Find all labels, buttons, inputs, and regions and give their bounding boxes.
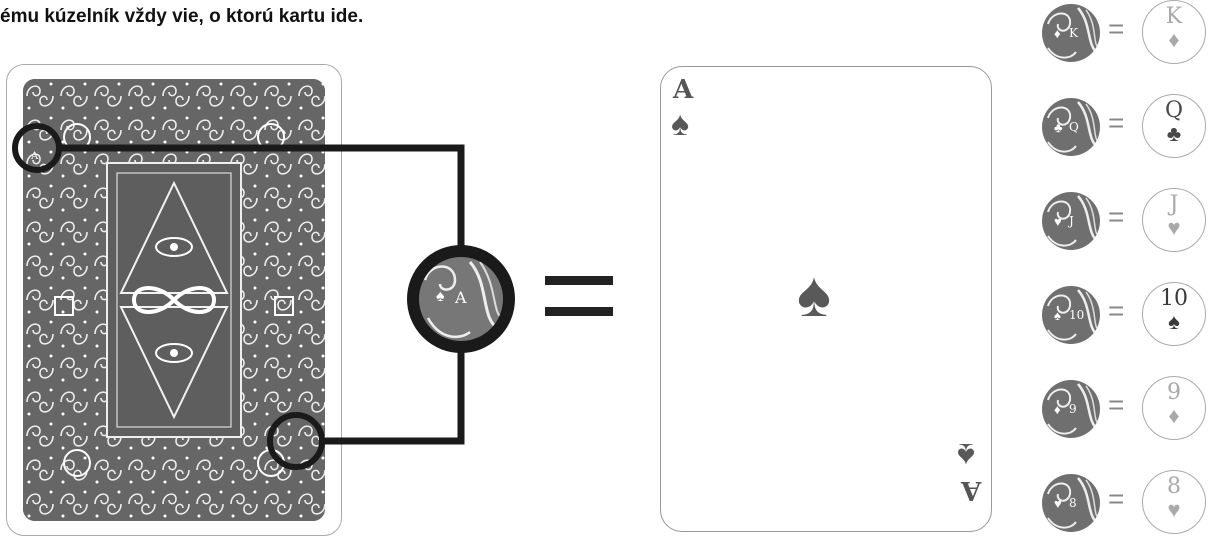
legend-row: ♥J=J♥ — [1038, 188, 1217, 254]
card-suit-top: ♠ — [671, 105, 690, 143]
legend-equals: = — [1108, 483, 1125, 514]
legend-equals: = — [1108, 13, 1125, 44]
legend-mark-rank: Q — [1069, 120, 1079, 134]
legend-card-face: 9♦ — [1142, 376, 1206, 440]
legend-equals: = — [1108, 107, 1125, 138]
card-suit-bottom: ♠ — [957, 436, 976, 474]
legend-equals: = — [1108, 295, 1125, 326]
legend-mark-suit: ♣ — [1054, 120, 1063, 135]
legend-card-back-detail: ♠ 10 — [1042, 286, 1100, 344]
legend-suit: ♥ — [1167, 497, 1181, 522]
legend-row: ♥8=8♥ — [1038, 470, 1217, 536]
legend-card-face: Q♣ — [1142, 94, 1206, 158]
card-rank-top: A — [673, 75, 694, 105]
legend-suit: ♠ — [1168, 309, 1180, 334]
page-title: ému kúzelník vždy vie, o ktorú kartu ide… — [0, 6, 364, 27]
connector-line-bottom — [322, 346, 465, 445]
legend-mark-suit: ♠ — [1054, 308, 1061, 323]
legend-rank: J — [1169, 192, 1179, 217]
card-back-pattern: A — [23, 79, 325, 521]
legend-rank: Q — [1164, 98, 1184, 123]
legend-card-face: 10♠ — [1142, 282, 1206, 346]
legend-row: ♦9=9♦ — [1038, 376, 1217, 442]
equals-bar-top — [545, 276, 613, 285]
legend-row: ♦K=K♦ — [1038, 0, 1217, 66]
legend-rank: 9 — [1167, 380, 1181, 405]
legend-mark-rank: 8 — [1069, 496, 1077, 510]
legend-suit: ♣ — [1166, 121, 1182, 146]
legend-suit: ♦ — [1168, 27, 1180, 52]
legend-mark-rank: 9 — [1069, 402, 1077, 416]
equals-sign — [545, 276, 613, 338]
legend-suit: ♦ — [1168, 403, 1180, 428]
legend-card-back-detail: ♦K — [1042, 4, 1100, 62]
legend-rank: 10 — [1160, 286, 1188, 311]
legend-mark-rank: J — [1069, 214, 1074, 228]
legend-card-face: K♦ — [1142, 0, 1206, 64]
legend-mark-suit: ♦ — [1054, 26, 1061, 41]
legend-card-back-detail: ♥8 — [1042, 474, 1100, 532]
legend-mark-suit: ♥ — [1054, 214, 1062, 229]
card-suit-center: ♠ — [797, 258, 831, 330]
legend-mark-rank: K — [1069, 26, 1078, 40]
ornament-pattern: A — [23, 79, 325, 521]
legend-rank: K — [1165, 4, 1183, 29]
equals-bar-bottom — [545, 307, 613, 316]
magnifier-rank: A — [455, 288, 467, 307]
legend-equals: = — [1108, 201, 1125, 232]
card-back: A — [6, 64, 342, 536]
legend-rank: 8 — [1167, 474, 1181, 499]
legend-card-face: J♥ — [1142, 188, 1206, 252]
legend-row: ♠10=10♠ — [1038, 282, 1217, 348]
legend-card-back-detail: ♣Q — [1042, 98, 1100, 156]
magnifier-suit: ♠ — [436, 288, 445, 305]
legend-card-face: 8♥ — [1142, 470, 1206, 534]
legend-card-back-detail: ♦9 — [1042, 380, 1100, 438]
legend-equals: = — [1108, 389, 1125, 420]
card-rank-bottom: A — [961, 475, 982, 505]
legend-card-back-detail: ♥J — [1042, 192, 1100, 250]
legend-mark-suit: ♦ — [1054, 402, 1061, 417]
marking-glyph-top: A — [30, 151, 39, 162]
legend-mark-rank: 10 — [1069, 308, 1085, 322]
legend-suit: ♥ — [1167, 215, 1181, 240]
legend-mark-suit: ♥ — [1054, 496, 1062, 511]
card-front-ace-of-spades: A ♠ ♠ ♠ A — [660, 66, 992, 532]
legend-row: ♣Q=Q♣ — [1038, 94, 1217, 160]
